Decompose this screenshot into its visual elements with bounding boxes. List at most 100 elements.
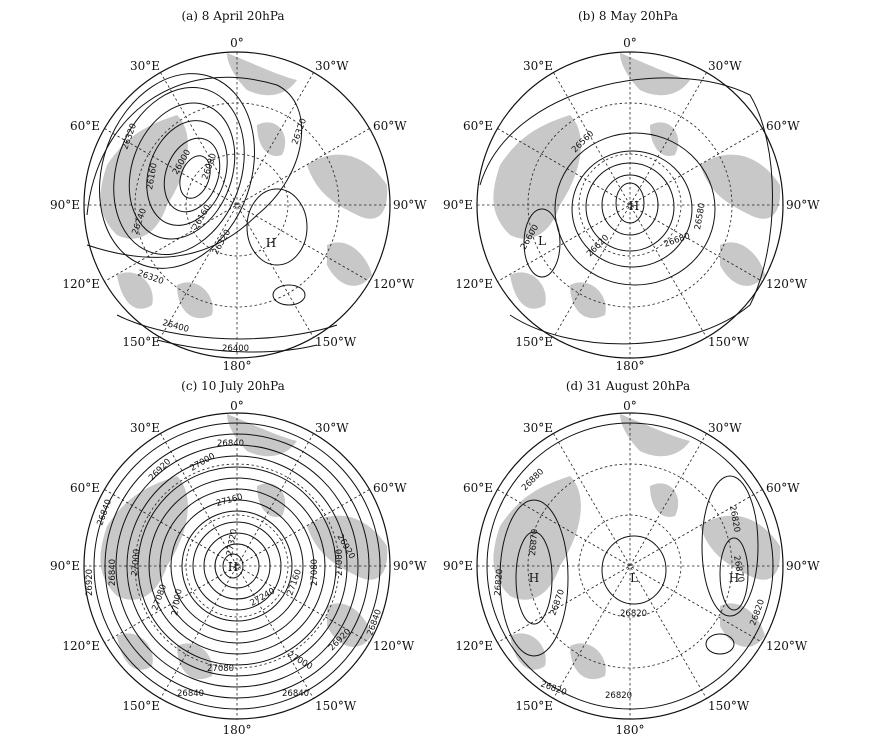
lon-label: 90°W: [786, 559, 820, 573]
lon-label: 60°E: [70, 119, 100, 133]
contour-label: 26820: [605, 691, 632, 701]
lon-label: 0°: [230, 36, 244, 50]
longitude-labels: 0° 30°W 60°W 90°W 120°W 150°W 180° 150°E…: [443, 36, 820, 373]
lon-label: 120°E: [62, 277, 100, 291]
longitude-labels: 0° 30°W 60°W 90°W 120°W 150°W 180° 150°E…: [50, 36, 427, 373]
lon-label: 150°E: [122, 335, 160, 349]
lon-label: 150°E: [515, 699, 553, 713]
lon-label: 120°E: [455, 277, 493, 291]
lon-label: 180°: [616, 359, 645, 373]
polar-map: 26560 26580 26600 26680 26620 H L: [476, 51, 784, 359]
high-center-label: H: [729, 571, 739, 585]
lon-label: 90°E: [443, 559, 473, 573]
lon-label: 30°E: [130, 59, 160, 73]
lon-label: 30°E: [523, 421, 553, 435]
graticule: [477, 413, 783, 719]
lon-label: 30°W: [708, 421, 742, 435]
lon-label: 120°E: [62, 639, 100, 653]
high-center-label: H: [529, 571, 539, 585]
lon-label: 60°W: [766, 119, 800, 133]
lon-label: 90°E: [443, 198, 473, 212]
contour-label: 26920: [85, 569, 95, 596]
contour-label: 27000: [130, 548, 142, 576]
land-masses: [493, 414, 781, 680]
lon-label: 0°: [623, 399, 637, 413]
panel-d: (d) 31 August 20hPa: [443, 379, 820, 737]
contour-label: 26400: [222, 344, 249, 354]
graticule: [84, 413, 390, 719]
lon-label: 90°E: [50, 198, 80, 212]
contour-label: 26870: [731, 555, 746, 583]
lon-label: 150°W: [708, 335, 750, 349]
lon-label: 150°W: [315, 699, 357, 713]
contour-lines: [479, 77, 773, 345]
contour-lines: [486, 422, 774, 710]
lon-label: 120°W: [373, 277, 415, 291]
contour-label: 27320: [225, 528, 240, 556]
longitude-labels: 0° 30°W 60°W 90°W 120°W 150°W 180° 150°E…: [443, 399, 820, 737]
lon-label: 30°W: [315, 59, 349, 73]
panel-a: (a) 8 April 20hPa: [50, 9, 427, 373]
lon-label: 180°: [616, 723, 645, 737]
lon-label: 60°W: [766, 481, 800, 495]
panel-title: (b) 8 May 20hPa: [578, 9, 678, 23]
contour-label: 26820: [727, 505, 742, 533]
lon-label: 60°E: [463, 481, 493, 495]
lon-label: 120°W: [766, 277, 808, 291]
lon-label: 90°W: [393, 198, 427, 212]
contour-label: 26870: [528, 528, 540, 556]
lon-label: 60°W: [373, 119, 407, 133]
low-center-label: L: [538, 234, 546, 248]
lon-label: 180°: [223, 723, 252, 737]
lon-label: 0°: [230, 399, 244, 413]
contour-label: 26160: [145, 162, 160, 190]
contour-label: 26840: [177, 689, 204, 699]
high-center-label: H: [266, 236, 276, 250]
lon-label: 150°W: [315, 335, 357, 349]
lon-label: 60°E: [70, 481, 100, 495]
contour-label: 26840: [217, 439, 244, 449]
lon-label: 90°E: [50, 559, 80, 573]
contour-label: 27000: [335, 549, 345, 576]
contour-label: 27080: [310, 559, 320, 586]
graticule: [84, 52, 390, 358]
lon-label: 30°E: [523, 59, 553, 73]
lon-label: 150°E: [515, 335, 553, 349]
lon-label: 30°W: [708, 59, 742, 73]
lon-label: 30°E: [130, 421, 160, 435]
polar-map: 26320 26320 26160 26000 26080 26240 2616…: [83, 51, 391, 359]
lon-label: 90°W: [393, 559, 427, 573]
lon-label: 60°E: [463, 119, 493, 133]
lon-label: 60°W: [373, 481, 407, 495]
contour-lines: [93, 422, 381, 710]
land-masses: [100, 53, 388, 319]
contour-label: 26820: [493, 568, 505, 596]
lon-label: 120°W: [373, 639, 415, 653]
panel-b: (b) 8 May 20hPa: [443, 9, 820, 373]
polar-map: 26880 26870 26820 26870 26820 26870 2682…: [476, 412, 784, 720]
lon-label: 0°: [623, 36, 637, 50]
panel-title: (d) 31 August 20hPa: [566, 379, 690, 393]
panel-title: (a) 8 April 20hPa: [181, 9, 284, 23]
contour-lines: [86, 73, 338, 353]
contour-label: 27000: [170, 588, 185, 616]
lon-label: 150°E: [122, 699, 160, 713]
contour-label: 26840: [108, 559, 118, 586]
graticule: [477, 52, 783, 358]
contour-label: 27080: [207, 664, 234, 674]
lon-label: 120°E: [455, 639, 493, 653]
panel-c: (c) 10 July 20hPa 26840: [50, 379, 427, 737]
high-center-label: H: [228, 560, 238, 574]
lon-label: 30°W: [315, 421, 349, 435]
lon-label: 180°: [223, 359, 252, 373]
land-masses: [100, 414, 388, 680]
lon-label: 150°W: [708, 699, 750, 713]
polar-map: 26840 26840 26920 27000 27160 27000 2684…: [83, 412, 391, 720]
contour-label: 26820: [620, 609, 647, 619]
lon-label: 90°W: [786, 198, 820, 212]
panel-title: (c) 10 July 20hPa: [181, 379, 285, 393]
land-masses: [493, 53, 781, 319]
high-center-label: H: [629, 199, 639, 213]
longitude-labels: 0° 30°W 60°W 90°W 120°W 150°W 180° 150°E…: [50, 399, 427, 737]
low-center-label: L: [630, 571, 638, 585]
